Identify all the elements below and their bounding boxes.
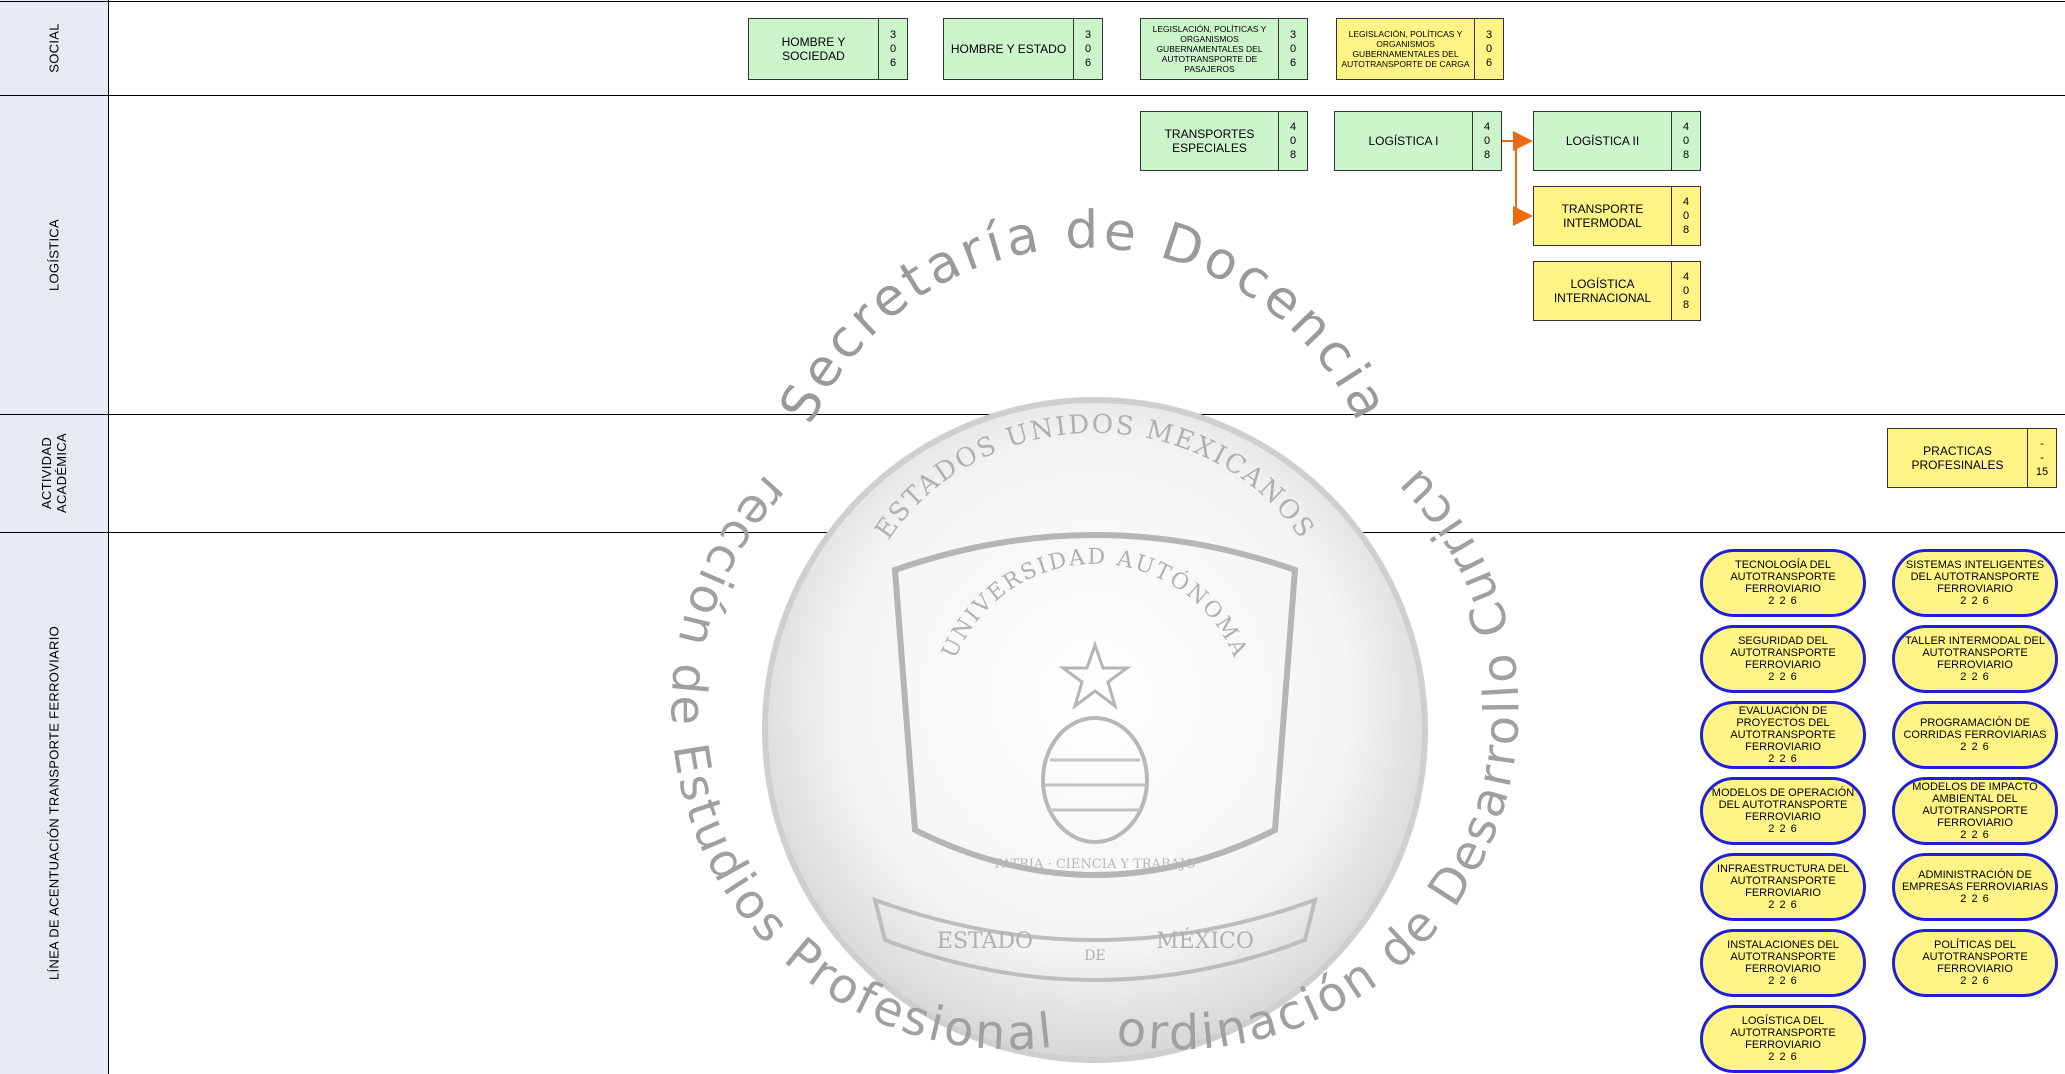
elective-name: SEGURIDAD DEL AUTOTRANSPORTE FERROVIARIO: [1730, 635, 1836, 671]
seal-disc: [762, 397, 1428, 1063]
elective-name: MODELOS DE OPERACIÓN DEL AUTOTRANSPORTE …: [1711, 787, 1855, 823]
elective-name: INSTALACIONES DEL AUTOTRANSPORTE FERROVI…: [1727, 939, 1839, 975]
arrow-logistica1-to-intermodal: [1513, 141, 1533, 226]
elective-hours: 2 2 6: [1960, 893, 1990, 905]
elective-hours: 2 2 6: [1768, 595, 1798, 607]
course-legislacion-pasajeros[interactable]: LEGISLACIÓN, POLÍTICAS Y ORGANISMOS GUBE…: [1140, 18, 1308, 80]
course-legislacion-carga[interactable]: LEGISLACIÓN, POLÍTICAS Y ORGANISMOS GUBE…: [1336, 18, 1504, 80]
elective-pill[interactable]: LOGÍSTICA DEL AUTOTRANSPORTE FERROVIARIO…: [1700, 1005, 1866, 1073]
elective-pill[interactable]: SISTEMAS INTELIGENTES DEL AUTOTRANSPORTE…: [1892, 549, 2058, 617]
elective-hours: 2 2 6: [1768, 823, 1798, 835]
elective-pill[interactable]: POLÍTICAS DEL AUTOTRANSPORTE FERROVIARIO…: [1892, 929, 2058, 997]
seal-motto: PATRIA · CIENCIA Y TRABAJO: [994, 857, 1196, 872]
seal-beehive: [1041, 716, 1149, 844]
elective-name: TALLER INTERMODAL DEL AUTOTRANSPORTE FER…: [1905, 635, 2045, 671]
elective-hours: 2 2 6: [1768, 899, 1798, 911]
credits: --15: [2035, 438, 2049, 478]
elective-hours: 2 2 6: [1768, 753, 1798, 765]
elective-hours: 2 2 6: [1768, 1051, 1798, 1063]
row-label-actividad: ACTIVIDAD ACADÉMICA: [0, 414, 108, 532]
elective-name: ADMINISTRACIÓN DE EMPRESAS FERROVIARIAS: [1901, 869, 2049, 893]
seal-bottom-mid: DE: [1084, 948, 1105, 964]
elective-pill[interactable]: MODELOS DE IMPACTO AMBIENTAL DEL AUTOTRA…: [1892, 777, 2058, 845]
elective-hours: 2 2 6: [1960, 741, 1990, 753]
elective-pill[interactable]: TECNOLOGÍA DEL AUTOTRANSPORTE FERROVIARI…: [1700, 549, 1866, 617]
elective-pill[interactable]: EVALUACIÓN DE PROYECTOS DEL AUTOTRANSPOR…: [1700, 701, 1866, 769]
elective-name: EVALUACIÓN DE PROYECTOS DEL AUTOTRANSPOR…: [1730, 705, 1836, 753]
watermark-seal: Secretaría de Docencia Dirección de Estu…: [545, 140, 1528, 1063]
elective-hours: 2 2 6: [1768, 975, 1798, 987]
elective-name: TECNOLOGÍA DEL AUTOTRANSPORTE FERROVIARI…: [1730, 559, 1836, 595]
row-label-social: SOCIAL: [0, 0, 108, 95]
grid-line-vertical: [108, 0, 109, 1074]
elective-pill[interactable]: MODELOS DE OPERACIÓN DEL AUTOTRANSPORTE …: [1700, 777, 1866, 845]
row-label-linea: LÍNEA DE ACENTUACIÓN TRANSPORTE FERROVIA…: [0, 532, 108, 1074]
elective-hours: 2 2 6: [1960, 829, 1990, 841]
elective-name: INFRAESTRUCTURA DEL AUTOTRANSPORTE FERRO…: [1716, 863, 1850, 899]
elective-pill[interactable]: TALLER INTERMODAL DEL AUTOTRANSPORTE FER…: [1892, 625, 2058, 693]
grid-line-1: [0, 95, 2065, 96]
seal-star: [1058, 640, 1132, 710]
elective-name: MODELOS DE IMPACTO AMBIENTAL DEL AUTOTRA…: [1912, 781, 2038, 829]
seal-bottom-left: ESTADO: [937, 929, 1033, 954]
elective-name: PROGRAMACIÓN DE CORRIDAS FERROVIARIAS: [1903, 717, 2047, 741]
elective-hours: 2 2 6: [1960, 975, 1990, 987]
seal-bottom-right: MÉXICO: [1156, 927, 1254, 954]
elective-name: POLÍTICAS DEL AUTOTRANSPORTE FERROVIARIO: [1922, 939, 2028, 975]
elective-pill[interactable]: SEGURIDAD DEL AUTOTRANSPORTE FERROVIARIO…: [1700, 625, 1866, 693]
elective-name: SISTEMAS INTELIGENTES DEL AUTOTRANSPORTE…: [1905, 559, 2045, 595]
course-practicas-profesionales[interactable]: PRACTICAS PROFESINALES --15: [1887, 428, 2057, 488]
row-label-logistica: LOGÍSTICA: [0, 95, 108, 414]
seal-shield: [891, 532, 1299, 878]
elective-pill[interactable]: INSTALACIONES DEL AUTOTRANSPORTE FERROVI…: [1700, 929, 1866, 997]
elective-pill[interactable]: INFRAESTRUCTURA DEL AUTOTRANSPORTE FERRO…: [1700, 853, 1866, 921]
grid-line-top: [0, 1, 2065, 2]
elective-hours: 2 2 6: [1960, 595, 1990, 607]
seal-ribbon: [872, 896, 1318, 982]
elective-name: LOGÍSTICA DEL AUTOTRANSPORTE FERROVIARIO: [1730, 1015, 1836, 1051]
elective-hours: 2 2 6: [1960, 671, 1990, 683]
elective-hours: 2 2 6: [1768, 671, 1798, 683]
